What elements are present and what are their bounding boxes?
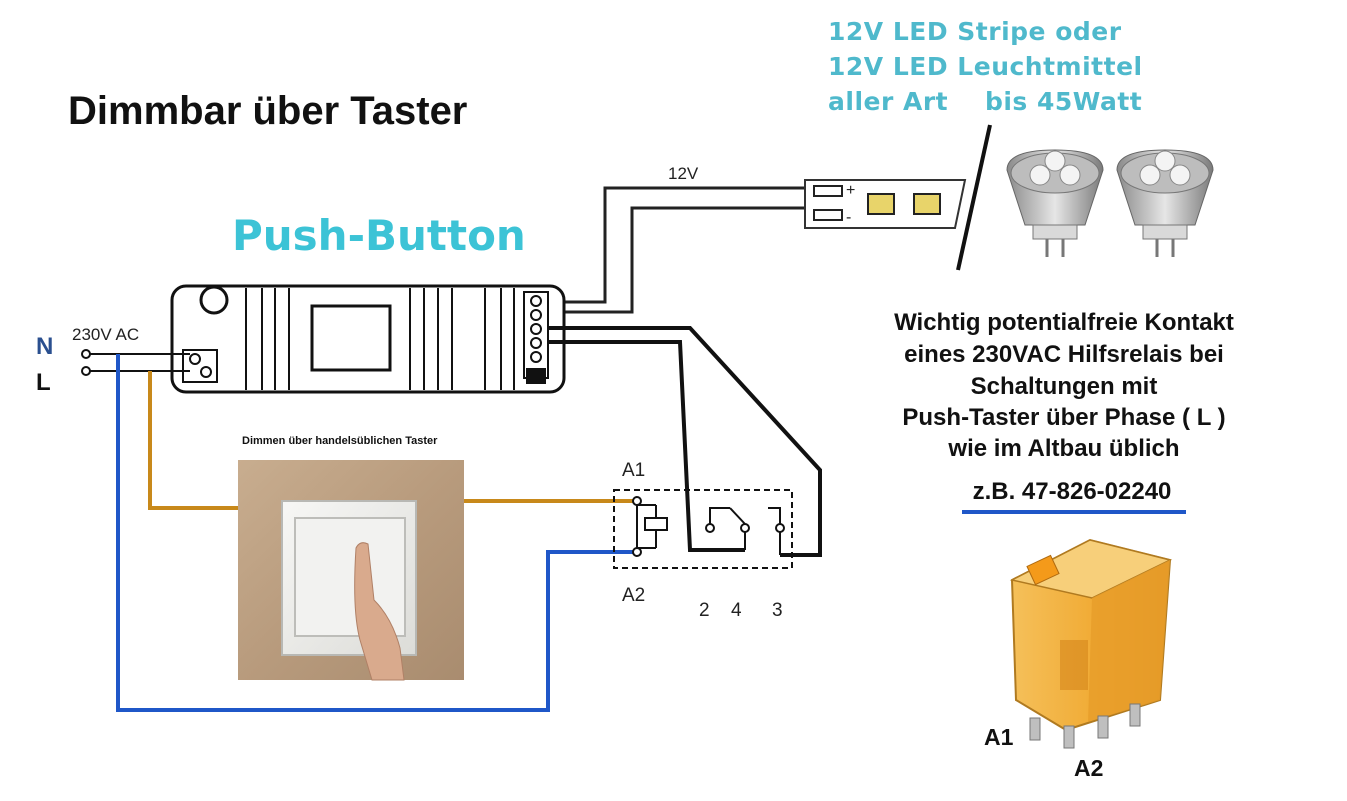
output-wires <box>558 186 810 314</box>
led-chip <box>913 193 941 215</box>
relay-schematic <box>613 489 793 569</box>
part-number: z.B. 47-826-02240 <box>973 478 1172 505</box>
switch-caption: Dimmen über handelsüblichen Taster <box>242 435 438 447</box>
strip-minus: - <box>846 209 851 226</box>
control-wire-3 <box>548 326 822 557</box>
terminal-n <box>81 349 91 359</box>
terminal-l <box>81 366 91 376</box>
led-chip <box>867 193 895 215</box>
relay-a1-label: A1 <box>622 460 645 481</box>
led-note-line-3: aller Art bis 45Watt <box>828 87 1142 116</box>
controller-label: Push-Button <box>232 211 526 260</box>
control-wire-2 <box>548 340 745 552</box>
neutral-label: N <box>36 333 53 360</box>
led-bulb-icon <box>1116 149 1214 257</box>
led-bulb-icon <box>1006 149 1104 257</box>
phase-wire-in <box>148 371 258 510</box>
divider-slash <box>956 124 992 271</box>
neutral-wire <box>116 354 637 712</box>
wall-switch <box>238 460 464 681</box>
note-line-4: Push-Taster über Phase ( L ) <box>902 404 1225 431</box>
note-line-3: Schaltungen mit <box>971 373 1158 400</box>
led-note: 12V LED Stripe oder 12V LED Leuchtmittel… <box>828 17 1143 116</box>
led-note-line-2: 12V LED Leuchtmittel <box>828 52 1143 81</box>
line-label: L <box>36 369 51 396</box>
relay-note: Wichtig potentialfreie Kontakt eines 230… <box>894 309 1234 505</box>
finger-icon <box>354 542 405 681</box>
strip-plus: + <box>846 182 855 199</box>
relay-photo <box>1009 538 1173 749</box>
supply-voltage-label: 230V AC <box>72 325 139 344</box>
relay-a2-label: A2 <box>622 585 645 606</box>
relay-photo-a2-label: A2 <box>1074 755 1103 781</box>
note-line-1: Wichtig potentialfreie Kontakt <box>894 309 1234 336</box>
relay-photo-a1-label: A1 <box>984 724 1014 750</box>
led-strip: + - <box>804 179 967 229</box>
output-voltage-label: 12V <box>668 164 699 183</box>
note-line-5: wie im Altbau üblich <box>947 435 1179 462</box>
note-line-2: eines 230VAC Hilfsrelais bei <box>904 341 1224 368</box>
dimmer-controller <box>170 284 566 394</box>
led-note-line-1: 12V LED Stripe oder <box>828 17 1122 46</box>
relay-contact-2: 2 <box>699 600 710 621</box>
relay-contact-3: 3 <box>772 600 783 621</box>
relay-contact-4: 4 <box>731 600 742 621</box>
page-title: Dimmbar über Taster <box>68 89 467 133</box>
